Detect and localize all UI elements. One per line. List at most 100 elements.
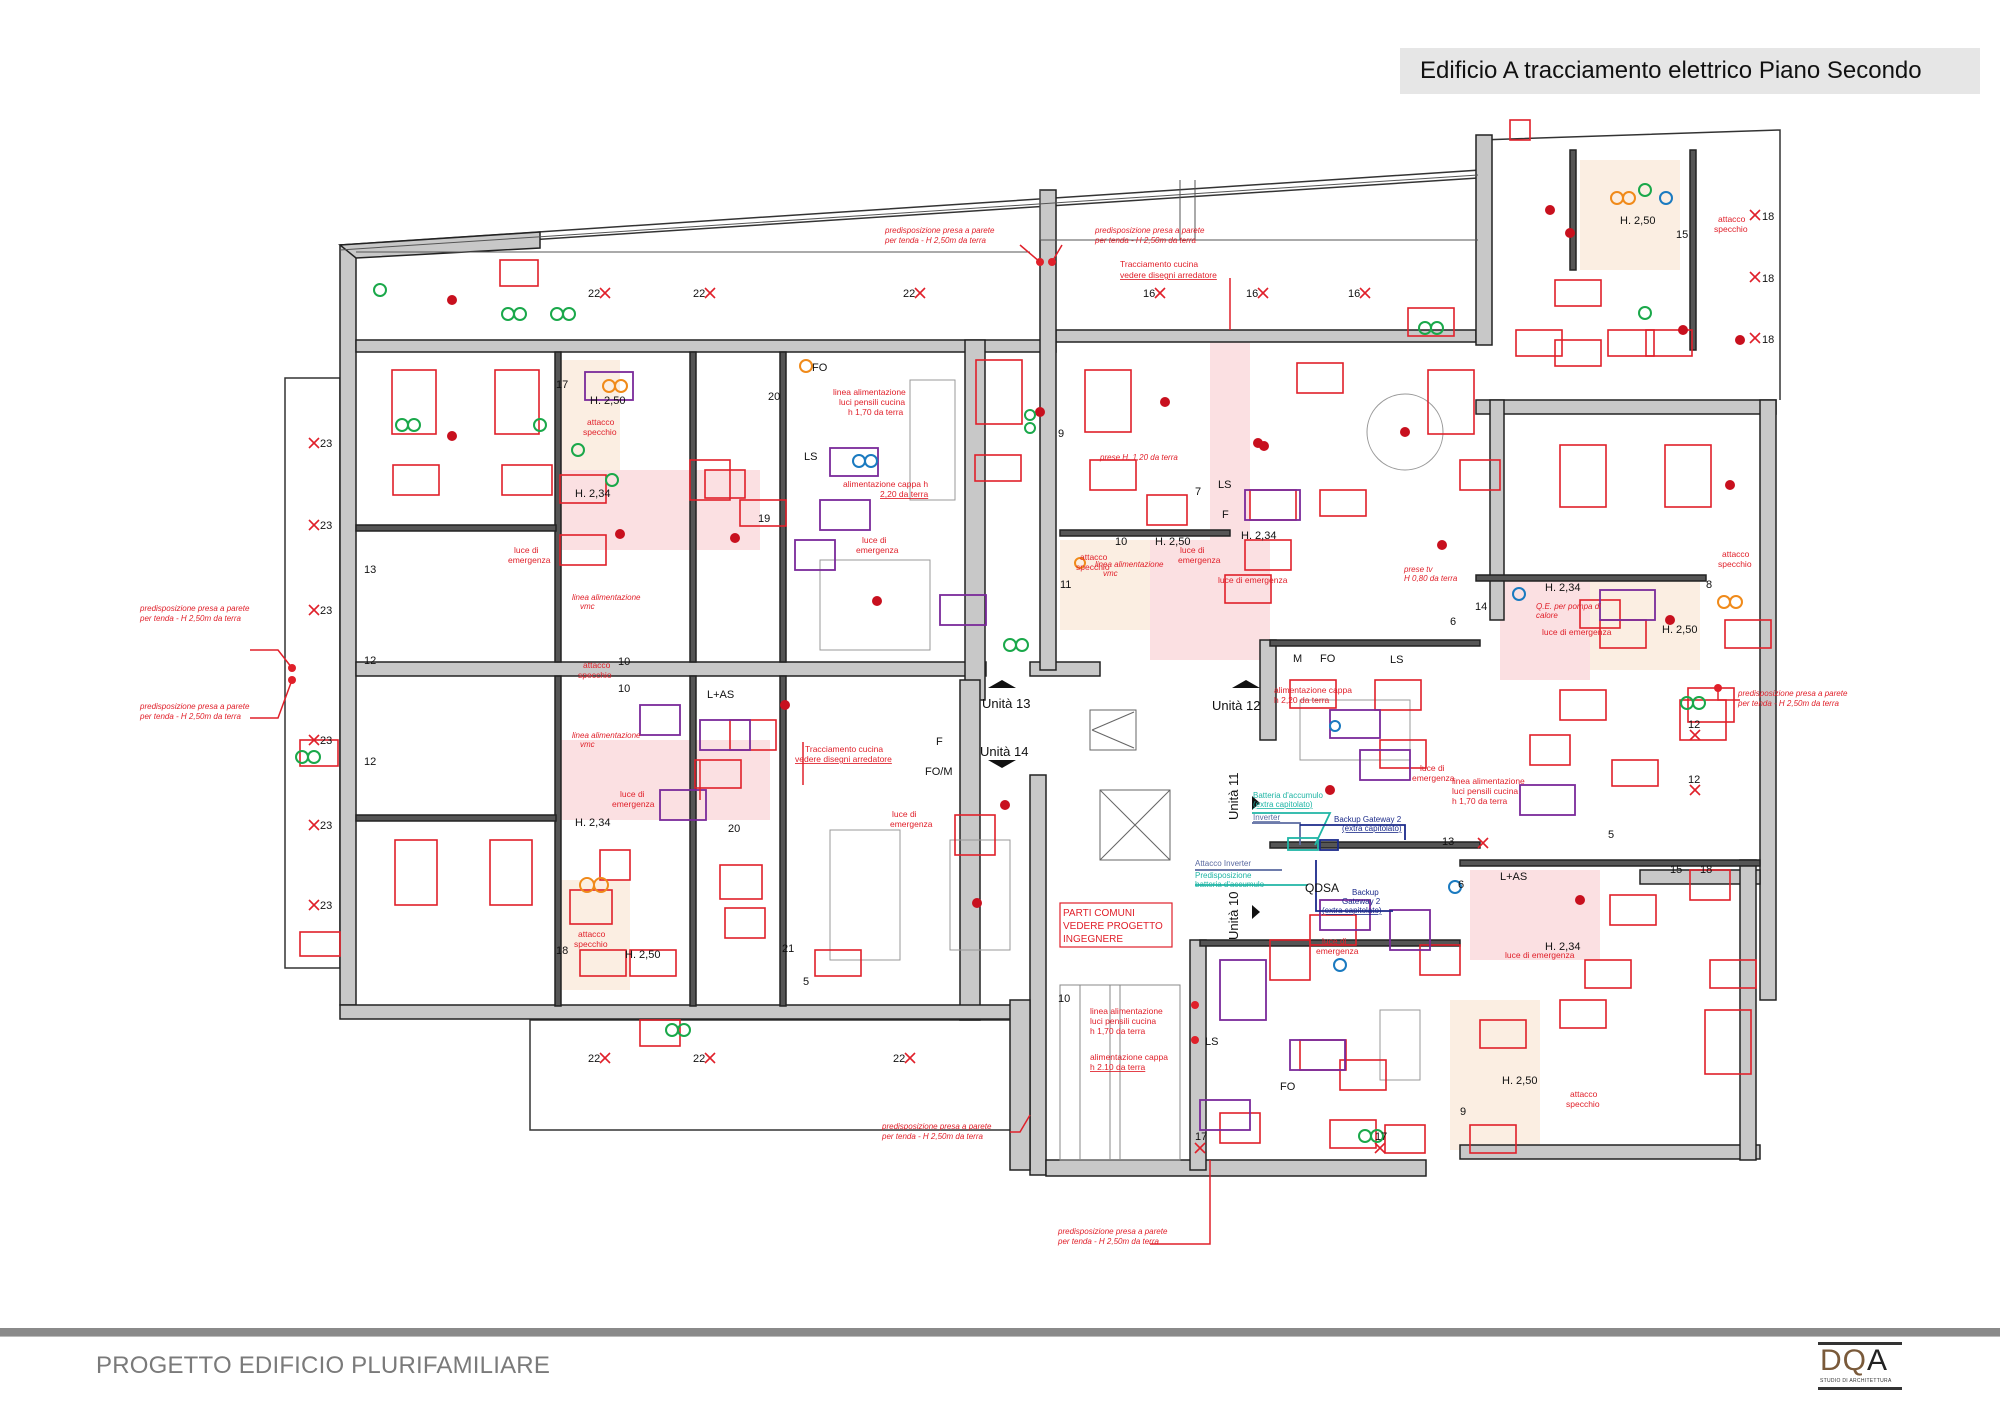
orange-sockets: [579, 191, 1743, 893]
circuit-12-d: 12: [364, 756, 376, 768]
circuit-9-b: 9: [1460, 1106, 1466, 1118]
circuit-16-a: 16: [1143, 288, 1155, 300]
unit-14-label: Unità 14: [980, 744, 1028, 759]
curtain-note-right-1: predisposizione presa a parete: [1737, 689, 1848, 698]
circuit-21-a: 21: [782, 943, 794, 955]
circuit-10-b: 10: [618, 683, 630, 695]
emergency-note-7b: emergenza: [1412, 773, 1455, 783]
hood-note-b-1: alimentazione cappa: [1274, 685, 1352, 695]
wall-light-markers: [308, 209, 1761, 1154]
unit-12-arrow: [1232, 680, 1260, 688]
circuit-9-a: 9: [1058, 428, 1064, 440]
hood-note-b-2: h 2,20 da terra: [1274, 695, 1330, 705]
backup-gw-b-note-1: Backup: [1352, 888, 1379, 897]
circuit-16-c: 16: [1348, 288, 1360, 300]
circuit-23-d: 23: [320, 735, 332, 747]
backup-gw-note-2: (extra capitolato): [1342, 824, 1402, 833]
logo-letter-q: Q: [1842, 1344, 1868, 1377]
circuit-22-f: 22: [893, 1053, 905, 1065]
circuit-7-a: 7: [1195, 486, 1201, 498]
unit-14-arrow: [988, 760, 1016, 768]
fo-label-3: FO: [1280, 1081, 1296, 1093]
circuit-23-b: 23: [320, 520, 332, 532]
heat-pump-note-2: calore: [1536, 611, 1558, 620]
emergency-note-5b: emergenza: [1178, 555, 1221, 565]
circuit-23-e: 23: [320, 820, 332, 832]
emergency-note-4a: luce di: [892, 809, 917, 819]
mirror-note-6b: specchio: [1718, 559, 1752, 569]
mirror-note-4a: attacco: [578, 929, 606, 939]
tv-sockets-note-1: prese tv: [1403, 565, 1433, 574]
emergency-note-5a: luce di: [1180, 545, 1205, 555]
las-label-1: L+AS: [707, 689, 734, 701]
annotation-dots: [288, 258, 1722, 1044]
hood-note-c-2: h 2.10 da terra: [1090, 1062, 1146, 1072]
mirror-note-4b: specchio: [574, 939, 608, 949]
mirror-note-2a: attacco: [1718, 214, 1746, 224]
fom-label: FO/M: [925, 766, 953, 778]
curtain-note-left-top-1: predisposizione presa a parete: [139, 604, 250, 613]
f-label-1: F: [1222, 509, 1229, 521]
mirror-note-1a: attacco: [587, 417, 615, 427]
battery-prep-note-2: batteria d'accumulo: [1195, 880, 1265, 889]
balcony-railings: [339, 174, 1479, 253]
emergency-note-4b: emergenza: [890, 819, 933, 829]
cabinet-lights-note-c-2: luci pensili cucina: [1090, 1016, 1156, 1026]
unit-10-label: Unità 10: [1226, 892, 1241, 940]
unit-arrows: [988, 680, 1260, 919]
circuit-20-a: 20: [768, 391, 780, 403]
room-tints: [560, 160, 1700, 1150]
purple-circuits: [584, 371, 1656, 1131]
circuit-6-a: 6: [1450, 616, 1456, 628]
emergency-note-2b: emergenza: [856, 545, 899, 555]
curtain-note-top-right-1: predisposizione presa a parete: [1094, 226, 1205, 235]
studio-logo: DQA STUDIO DI ARCHITETTURA: [1818, 1342, 1902, 1390]
mirror-note-2b: specchio: [1714, 224, 1748, 234]
emergency-note-7a: luce di: [1420, 763, 1445, 773]
qdsa-label: QDSA: [1305, 881, 1339, 895]
vmc-note-3a: linea alimentazione: [1095, 560, 1164, 569]
circuit-15-a: 15: [1676, 229, 1688, 241]
hood-note-c-1: alimentazione cappa: [1090, 1052, 1168, 1062]
circuit-22-e: 22: [693, 1053, 705, 1065]
circuit-14-a: 14: [1475, 601, 1487, 613]
cabinet-lights-note-b-1: linea alimentazione: [1452, 776, 1525, 786]
curtain-note-top-left-2: per tenda - H 2,50m da terra: [884, 236, 986, 245]
cabinet-lights-note-b-2: luci pensili cucina: [1452, 786, 1518, 796]
backup-gw-b-note-2: Gateway 2: [1342, 897, 1381, 906]
heat-pump-note-1: Q.E. per pompa di: [1536, 602, 1601, 611]
mirror-note-7b: specchio: [1566, 1099, 1600, 1109]
cabinet-lights-note-a-2: luci pensili cucina: [839, 397, 905, 407]
battery-prep-note-1: Predisposizione: [1195, 871, 1252, 880]
tv-sockets-note-2: H 0,80 da terra: [1404, 574, 1458, 583]
common-areas-line3: INGEGNERE: [1063, 934, 1123, 945]
vmc-note-2a: linea alimentazione: [572, 731, 641, 740]
circuit-18-a: 18: [1762, 211, 1774, 223]
height-label-10: H. 2,34: [1545, 941, 1580, 953]
backup-gw-b-note-3: (extra capitolato): [1322, 906, 1382, 915]
circuit-18-e: 18: [1700, 864, 1712, 876]
circuit-15-b: 15: [1670, 864, 1682, 876]
circuit-23-c: 23: [320, 605, 332, 617]
kitchen-trace-note-top-1: Tracciamento cucina: [1120, 259, 1198, 269]
ls-label-1: LS: [804, 451, 817, 463]
circuit-5-b: 5: [803, 976, 809, 988]
curtain-note-top-right-2: per tenda - H 2,50m da terra: [1094, 236, 1196, 245]
staircase: [1059, 984, 1181, 1161]
curtain-note-left-top-2: per tenda - H 2,50m da terra: [139, 614, 241, 623]
circuit-16-b: 16: [1246, 288, 1258, 300]
common-areas-line1: PARTI COMUNI: [1063, 908, 1135, 919]
ceiling-light-markers: [447, 205, 1745, 908]
circuit-13-a: 13: [1442, 836, 1454, 848]
circuit-10-a: 10: [618, 656, 630, 668]
cabinet-lights-note-a-1: linea alimentazione: [833, 387, 906, 397]
sockets-120-note: prese H. 1,20 da terra: [1099, 453, 1178, 462]
height-label-8: H. 2,34: [575, 817, 610, 829]
ls-label-4: LS: [1205, 1036, 1218, 1048]
kitchen-trace-note-left-2: vedere disegni arredatore: [795, 754, 892, 764]
blue-sockets: [852, 191, 1673, 972]
circuit-12-b: 12: [1688, 774, 1700, 786]
las-label-2: L+AS: [1500, 871, 1527, 883]
circuit-13-b: 13: [364, 564, 376, 576]
f-label-2: F: [936, 736, 943, 748]
